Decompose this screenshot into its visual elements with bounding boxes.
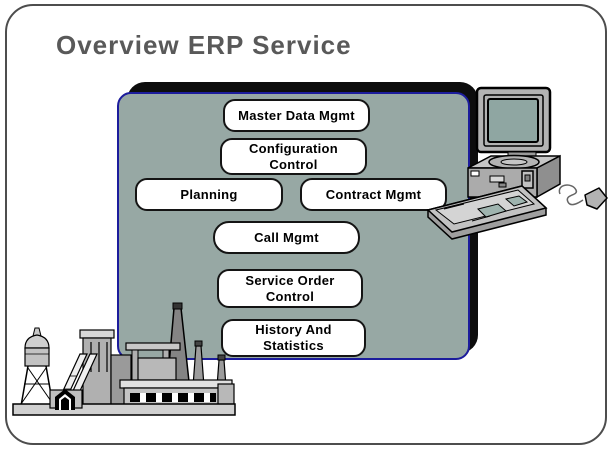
slide-title: Overview ERP Service <box>56 30 352 60</box>
box-service-order-control: Service Order Control <box>217 269 363 308</box>
box-contract-mgmt: Contract Mgmt <box>300 178 447 211</box>
factory-icon <box>12 302 236 416</box>
box-call-mgmt: Call Mgmt <box>213 221 360 254</box>
box-master-data-mgmt: Master Data Mgmt <box>223 99 370 132</box>
box-planning: Planning <box>135 178 283 211</box>
box-history-and-statistics: History And Statistics <box>221 319 366 357</box>
box-configuration-control: Configuration Control <box>220 138 367 175</box>
desktop-computer-icon <box>426 86 608 240</box>
